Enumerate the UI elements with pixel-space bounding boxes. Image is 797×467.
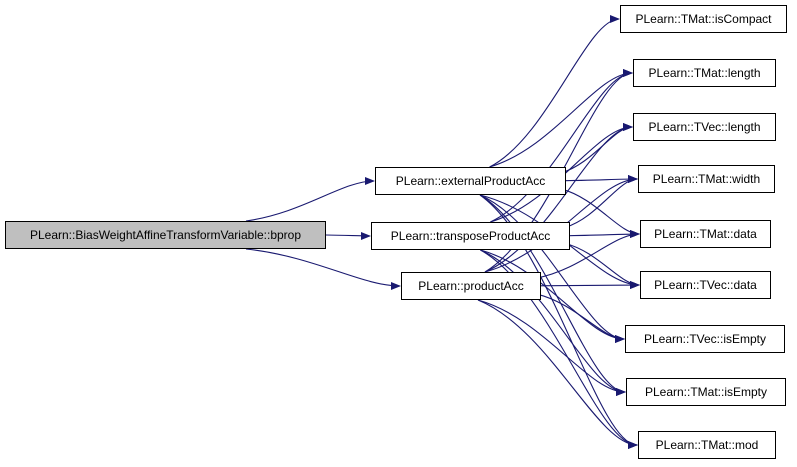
edge-bprop-to-productAcc (245, 248, 401, 290)
node-external-product-acc[interactable]: PLearn::externalProductAcc (375, 167, 566, 195)
edge-externalProductAcc-to-tmat_mod (479, 194, 638, 449)
edge-productAcc-to-tvec_data (535, 281, 640, 290)
edge-productAcc-to-tvec_length (484, 123, 633, 273)
edge-externalProductAcc-to-tmat_isCompact (489, 15, 620, 168)
edge-bprop-to-transposeProductAcc (325, 231, 371, 240)
edge-externalProductAcc-to-tmat_isEmpty (479, 194, 626, 396)
node-tmat-is-empty[interactable]: PLearn::TMat::isEmpty (626, 378, 786, 406)
node-tmat-data[interactable]: PLearn::TMat::data (640, 220, 771, 248)
edge-productAcc-to-tmat_mod (477, 299, 638, 449)
node-product-acc[interactable]: PLearn::productAcc (401, 272, 541, 300)
edge-productAcc-to-tvec_isEmpty (535, 293, 625, 343)
edge-externalProductAcc-to-tvec_isEmpty (479, 194, 625, 343)
edge-bprop-to-externalProductAcc (245, 177, 375, 222)
edge-externalProductAcc-to-tmat_width (560, 175, 638, 184)
node-tvec-is-empty[interactable]: PLearn::TVec::isEmpty (625, 325, 785, 353)
edge-productAcc-to-tmat_width (484, 175, 638, 273)
node-transpose-product-acc[interactable]: PLearn::transposeProductAcc (371, 222, 570, 250)
edge-transposeProductAcc-to-tmat_length (490, 69, 633, 223)
edge-transposeProductAcc-to-tmat_width (564, 175, 638, 228)
edge-productAcc-to-tmat_isEmpty (477, 299, 626, 396)
node-tmat-mod[interactable]: PLearn::TMat::mod (638, 431, 776, 459)
edge-productAcc-to-tmat_length (484, 69, 633, 273)
edge-transposeProductAcc-to-tvec_length (490, 123, 633, 223)
node-tvec-length[interactable]: PLearn::TVec::length (633, 113, 776, 141)
edge-transposeProductAcc-to-tmat_mod (480, 249, 638, 449)
edge-externalProductAcc-to-tvec_data (479, 194, 640, 289)
edge-externalProductAcc-to-tmat_length (489, 69, 633, 168)
node-bias-weight-affine-transform-bprop: PLearn::BiasWeightAffineTransformVariabl… (5, 221, 326, 249)
edge-productAcc-to-tmat_data (535, 230, 640, 279)
edge-transposeProductAcc-to-tmat_isEmpty (480, 249, 626, 396)
node-tmat-length[interactable]: PLearn::TMat::length (633, 59, 776, 87)
node-tmat-is-compact[interactable]: PLearn::TMat::isCompact (620, 5, 787, 33)
node-tmat-width[interactable]: PLearn::TMat::width (638, 165, 775, 193)
edge-externalProductAcc-to-tvec_length (560, 123, 633, 174)
node-tvec-data[interactable]: PLearn::TVec::data (640, 271, 771, 299)
